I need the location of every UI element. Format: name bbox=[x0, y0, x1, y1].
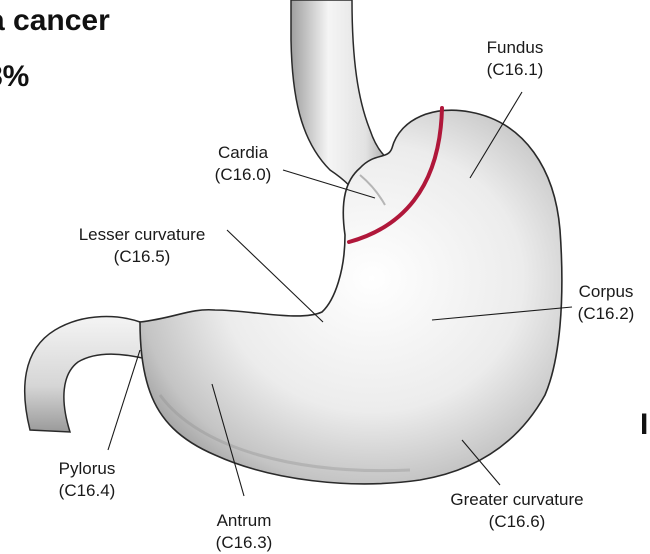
duodenum bbox=[25, 317, 150, 432]
corpus-label: Corpus bbox=[579, 282, 634, 301]
antrum-label: Antrum bbox=[217, 511, 272, 530]
greater-curvature-code: (C16.6) bbox=[489, 512, 546, 531]
cardia-code: (C16.0) bbox=[215, 165, 272, 184]
fundus-label: Fundus bbox=[487, 38, 544, 57]
pylorus-code: (C16.4) bbox=[59, 481, 116, 500]
fundus-code: (C16.1) bbox=[487, 60, 544, 79]
lesser-curvature-leader bbox=[227, 230, 323, 322]
cardia-label: Cardia bbox=[218, 143, 269, 162]
greater-curvature-label: Greater curvature bbox=[450, 490, 583, 509]
pylorus-label: Pylorus bbox=[59, 459, 116, 478]
lesser-curvature-code: (C16.5) bbox=[114, 247, 171, 266]
pylorus-leader bbox=[108, 350, 140, 450]
antrum-code: (C16.3) bbox=[216, 533, 273, 552]
lesser-curvature-label: Lesser curvature bbox=[79, 225, 206, 244]
corpus-code: (C16.2) bbox=[578, 304, 635, 323]
